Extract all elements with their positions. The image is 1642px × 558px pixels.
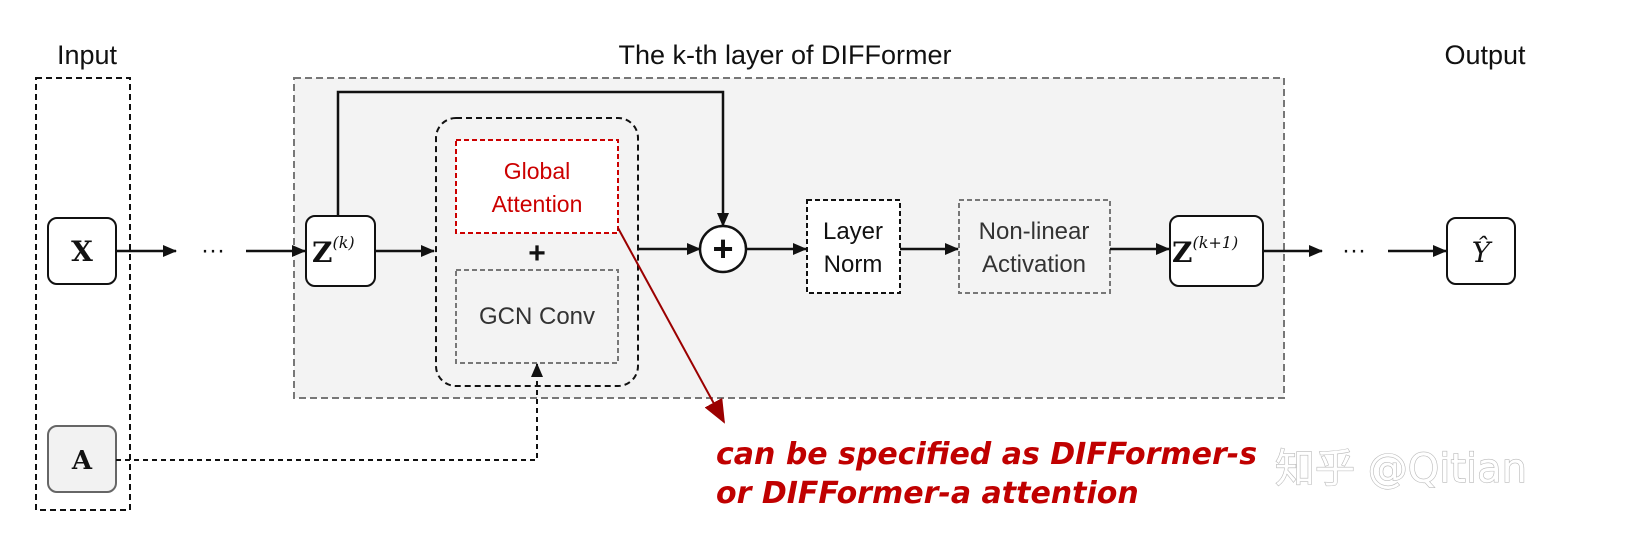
global-attention-line1: Global [504,158,570,184]
plus-sign: + [528,237,546,270]
y-hat-label: Ŷ [1472,236,1493,269]
nonlinear-line1: Non-linear [979,218,1090,245]
input-heading: Input [57,40,118,70]
layer-norm-box [806,199,901,294]
skip-connection [336,90,729,227]
global-attention-box [455,139,619,234]
ellipsis-left: ··· [201,237,225,264]
zk-label: Z(k) [312,233,355,269]
annotation-line2: or DIFFormer-a attention [716,476,1139,511]
annotation-line1: can be specified as DIFFormer-s [716,437,1257,472]
gcn-conv-label: GCN Conv [479,303,595,330]
y-hat-node [1446,217,1516,285]
input-container [35,77,131,511]
layer-container [293,77,1285,399]
layer-norm-line1: Layer [823,218,883,245]
add-symbol: + [712,228,733,269]
zk1-label: Z(k+1) [1172,233,1238,269]
layer-title: The k-th layer of DIFFormer [618,40,951,70]
output-heading: Output [1444,40,1526,70]
nonlinear-line2: Activation [982,251,1086,278]
watermark: 知乎 @Qitian [1275,446,1527,492]
global-attention-line2: Attention [492,191,583,217]
annotation-arrow [617,227,725,424]
x-label: X [71,235,93,268]
nonlinear-box [958,199,1111,294]
ellipsis-right: ··· [1342,237,1366,264]
layer-norm-line2: Norm [824,251,883,278]
a-label: A [71,446,93,476]
